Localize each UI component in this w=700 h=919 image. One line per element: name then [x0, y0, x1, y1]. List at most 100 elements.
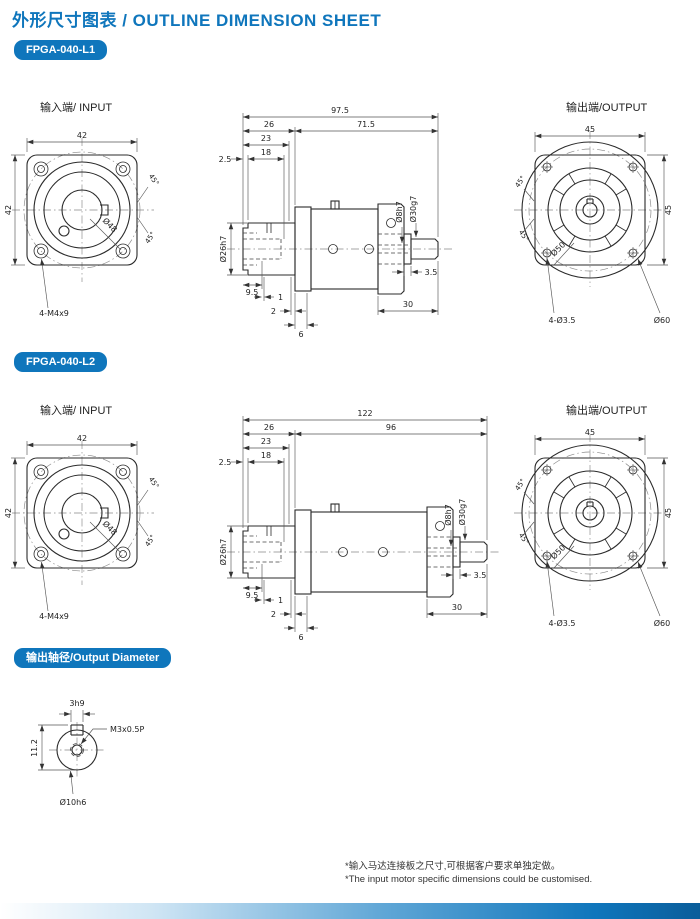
dim-lip: 2.5: [219, 458, 232, 467]
dimension-labels: 122 26 96 23 18 2.5 Ø26h7 9.5 1 2 6 30 Ø…: [218, 409, 486, 642]
dim-flange-od: Ø60: [654, 618, 670, 628]
dim-slot-w: 1: [278, 293, 283, 302]
dim-boss: 3.5: [474, 571, 487, 580]
dim-height: 45: [664, 508, 673, 518]
body-outline: [242, 200, 439, 295]
bottom-accent-bar: [0, 903, 700, 919]
screw-details: [266, 504, 445, 557]
dim-body-len: 96: [386, 423, 396, 432]
dimension-lines: [227, 416, 488, 632]
dim-key-width: 3h9: [69, 699, 84, 708]
l2-input-view: 42 42 4-M4x9 Ø48 45° 45°: [2, 418, 182, 638]
l1-side-drawing: 97.5 26 71.5 23 18 2.5 Ø26h7 9.5 1 2 6 3…: [218, 106, 453, 339]
l2-side-view: 122 26 96 23 18 2.5 Ø26h7 9.5 1 2 6 30 Ø…: [183, 400, 528, 650]
l2-output-drawing: 45 45 4-Ø3.5 Ø60 Ø50 45° 45°: [514, 428, 673, 628]
dim-angle-a: 45°: [514, 174, 528, 189]
l1-input-view: 42 42 4-M4x9 Ø48 45° 45°: [2, 115, 182, 335]
mount-holes: [33, 464, 131, 562]
mount-holes: [33, 161, 131, 259]
flange-outline: [521, 444, 659, 582]
dim-bore-depth: 23: [261, 437, 271, 446]
page-title: 外形尺寸图表 / OUTLINE DIMENSION SHEET: [12, 11, 382, 30]
l1-output-drawing: 45 45 4-Ø3.5 Ø60 Ø50 45° 45°: [514, 125, 673, 325]
dim-height: 45: [664, 205, 673, 215]
l2-input-label: 输入端/ INPUT: [40, 405, 113, 417]
dim-body-len: 71.5: [357, 120, 375, 129]
footnote-en: *The input motor specific dimensions cou…: [345, 874, 593, 885]
badge-fpga-040-l2: FPGA-040-L2: [14, 352, 108, 372]
l2-output-label: 输出端/OUTPUT: [566, 405, 648, 417]
dim-coupling-od: Ø26h7: [218, 236, 228, 263]
dim-gap: 2: [271, 307, 276, 316]
dim-diameter: Ø10h6: [60, 797, 87, 807]
l1-output-view: 45 45 4-Ø3.5 Ø60 Ø50 45° 45°: [510, 115, 695, 340]
dim-width: 42: [77, 434, 87, 443]
dim-height: 42: [4, 205, 13, 215]
dim-plate: 6: [298, 330, 303, 339]
dim-total: 122: [357, 409, 372, 418]
dim-angle-b: 45°: [517, 531, 531, 546]
dim-pilot: Ø30g7: [457, 499, 467, 526]
footnote-zh: *输入马达连接板之尺寸,可根据客户要求单独定做。: [345, 861, 561, 872]
dim-bolt-circle: Ø50: [549, 543, 568, 562]
dim-angle-b: 45°: [517, 228, 531, 243]
dim-pilot: Ø30g7: [408, 196, 418, 223]
dim-total-height: 11.2: [30, 739, 39, 757]
dim-output-len: 30: [403, 300, 413, 309]
dim-holes: 4-Ø3.5: [549, 618, 576, 628]
dimension-lines: [11, 441, 149, 612]
dim-shaft-bore: Ø8h7: [443, 504, 453, 526]
dim-angle-b: 45°: [144, 533, 158, 548]
dim-total: 97.5: [331, 106, 349, 115]
dimension-labels: 3h9 11.2 M3x0.5P Ø10h6: [30, 699, 144, 807]
badge-output-diameter: 输出轴径/Output Diameter: [14, 648, 172, 668]
hole-crosses: [541, 161, 639, 259]
footnotes: *输入马达连接板之尺寸,可根据客户要求单独定做。 *The input moto…: [345, 860, 690, 886]
dim-slot-w: 1: [278, 596, 283, 605]
l2-output-view: 45 45 4-Ø3.5 Ø60 Ø50 45° 45°: [510, 418, 695, 643]
dim-width: 45: [585, 125, 595, 134]
dim-flange-od: Ø60: [654, 315, 670, 325]
dimension-lines: [523, 132, 668, 314]
dim-bore-depth: 23: [261, 134, 271, 143]
dim-tap: M3x0.5P: [110, 725, 144, 734]
flange-outline: [26, 457, 138, 569]
center-lines: [514, 131, 670, 287]
l1-input-label: 输入端/ INPUT: [40, 102, 113, 114]
dim-bolt-circle: Ø48: [101, 216, 120, 235]
dim-input-len: 26: [264, 423, 274, 432]
screw-details: [266, 201, 396, 254]
center-lines: [12, 441, 154, 585]
dim-width: 45: [585, 428, 595, 437]
dim-width: 42: [77, 131, 87, 140]
body-outline: [242, 503, 488, 598]
dim-angle-a: 45°: [147, 475, 161, 490]
badge-fpga-040-l1: FPGA-040-L1: [14, 40, 108, 60]
flange-outline: [521, 141, 659, 279]
dim-angle-a: 45°: [147, 172, 161, 187]
dim-bolt-circle: Ø50: [549, 240, 568, 259]
shaft-end-drawing: 3h9 11.2 M3x0.5P Ø10h6: [30, 699, 144, 807]
center-lines: [49, 722, 105, 778]
dim-height: 42: [4, 508, 13, 518]
section-shaft-header: 输出轴径/Output Diameter: [14, 648, 172, 668]
flange-outline: [26, 154, 138, 266]
dimension-lines: [227, 113, 439, 329]
dim-input-len: 26: [264, 120, 274, 129]
shaft-outline: [56, 724, 98, 771]
dimension-lines: [523, 435, 668, 617]
dimension-labels: 97.5 26 71.5 23 18 2.5 Ø26h7 9.5 1 2 6 3…: [218, 106, 437, 339]
dim-slot-pos: 9.5: [246, 288, 259, 297]
section-l1-header: FPGA-040-L1: [14, 40, 108, 60]
dim-output-len: 30: [452, 603, 462, 612]
dim-bolt-circle: Ø48: [101, 519, 120, 538]
hidden-bores: [243, 232, 411, 266]
dim-angle-b: 45°: [144, 230, 158, 245]
center-lines: [12, 138, 154, 282]
dim-screws: 4-M4x9: [39, 309, 69, 318]
l1-side-view: 97.5 26 71.5 23 18 2.5 Ø26h7 9.5 1 2 6 3…: [183, 97, 503, 347]
dim-screws: 4-M4x9: [39, 612, 69, 621]
hole-crosses: [541, 464, 639, 562]
dimension-lines: [11, 138, 149, 309]
dim-bore-inner: 18: [261, 451, 271, 460]
